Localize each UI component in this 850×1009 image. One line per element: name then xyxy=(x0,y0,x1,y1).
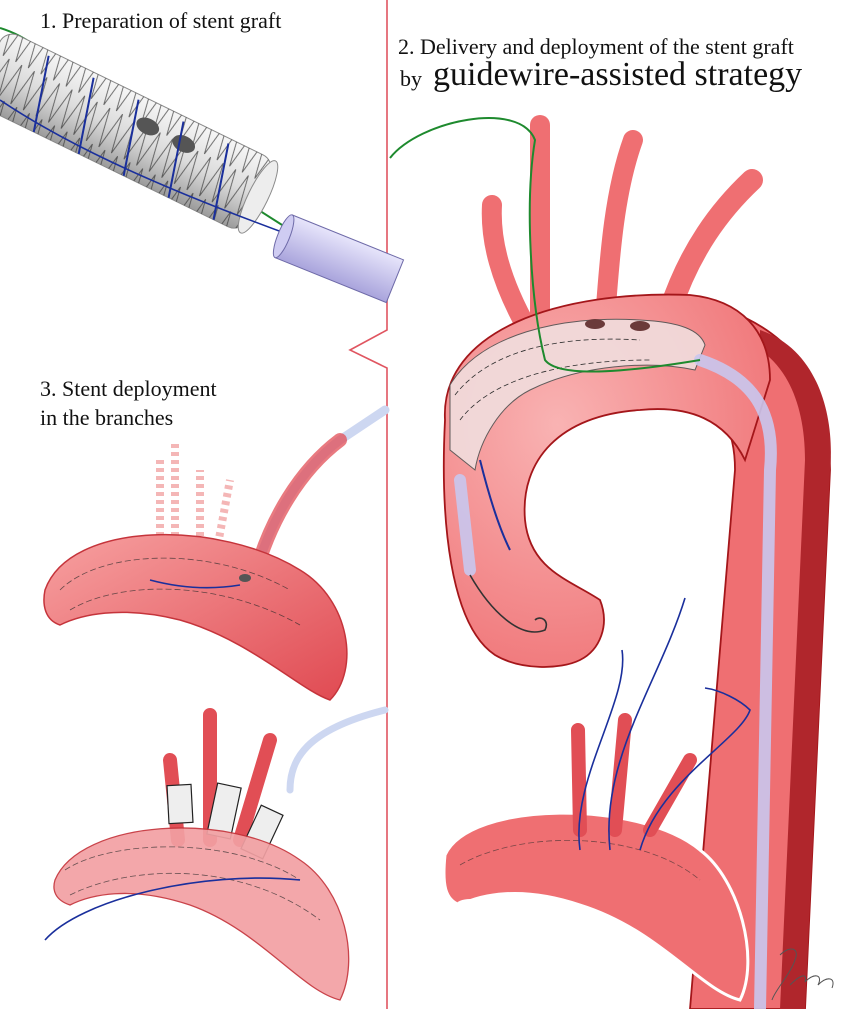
panel-1-title: 1. Preparation of stent graft xyxy=(40,8,282,33)
panel-2-title-prefix: by xyxy=(400,66,422,91)
branch-stent-1 xyxy=(166,783,194,825)
aortic-segment-top xyxy=(43,533,348,701)
branch-deployment-top xyxy=(43,405,390,701)
blue-guidewire-arch xyxy=(479,459,511,551)
stent-graft-preparation xyxy=(0,27,405,304)
panel-divider xyxy=(348,0,388,1009)
aortic-segment-bottom xyxy=(53,827,350,1001)
panel-2-title-emphasis: guidewire-assisted strategy xyxy=(433,56,803,93)
aortic-arch-delivery xyxy=(389,115,831,1009)
branch-deployment-bottom xyxy=(44,706,389,1001)
delivery-catheter xyxy=(274,214,405,304)
panel-3-title-line1: 3. Stent deployment xyxy=(40,376,217,401)
left-common-carotid xyxy=(595,130,643,330)
artist-signature xyxy=(771,948,834,1001)
blue-guidewire xyxy=(0,99,291,236)
arch-segment-lower xyxy=(442,811,750,1002)
green-guidewire-arch xyxy=(389,117,701,373)
arch-delivery-catheter xyxy=(454,354,777,1009)
blue-guidewire-bottom xyxy=(44,877,301,941)
fenestration-1 xyxy=(136,117,160,136)
panel-3-title-line2: in the branches xyxy=(40,405,174,430)
panel-2-title-line1: 2. Delivery and deployment of the stent … xyxy=(398,34,794,59)
branch-sheath xyxy=(250,405,390,580)
left-subclavian xyxy=(659,169,763,321)
arch-stent-graft xyxy=(449,318,706,471)
